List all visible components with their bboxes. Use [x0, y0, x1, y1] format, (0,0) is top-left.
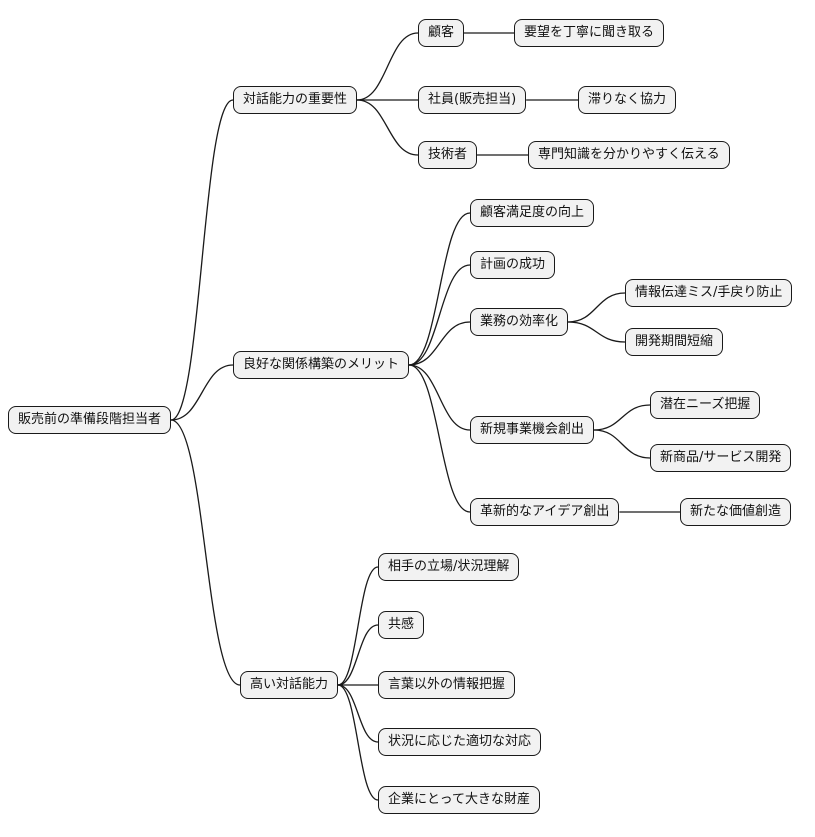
node-work-efficiency: 業務の効率化: [470, 308, 569, 336]
node-new-product-service-dev: 新商品/サービス開発: [650, 444, 792, 472]
node-engineer: 技術者: [418, 141, 478, 169]
node-merits-of-good-relations: 良好な関係構築のメリット: [233, 351, 410, 379]
node-customer-satisfaction: 顧客満足度の向上: [470, 199, 595, 227]
node-root-presales-staff: 販売前の準備段階担当者: [8, 406, 172, 434]
node-prevent-miscommunication: 情報伝達ミス/手戻り防止: [625, 279, 793, 307]
node-great-asset-for-company: 企業にとって大きな財産: [378, 786, 540, 814]
node-high-dialogue-ability: 高い対話能力: [240, 671, 339, 699]
node-convey-expertise-clearly: 専門知識を分かりやすく伝える: [528, 141, 730, 169]
node-understand-others-situation: 相手の立場/状況理解: [378, 553, 520, 581]
node-innovative-idea-creation: 革新的なアイデア創出: [470, 498, 620, 526]
node-nonverbal-information: 言葉以外の情報把握: [378, 671, 516, 699]
node-empathy: 共感: [378, 611, 425, 639]
node-customer: 顧客: [418, 19, 465, 47]
node-grasp-latent-needs: 潜在ニーズ把握: [650, 391, 761, 419]
node-sales-employee: 社員(販売担当): [418, 86, 527, 114]
node-importance-of-dialogue: 対話能力の重要性: [233, 86, 358, 114]
node-listen-carefully: 要望を丁寧に聞き取る: [514, 19, 665, 47]
node-new-value-creation: 新たな価値創造: [680, 498, 792, 526]
node-plan-success: 計画の成功: [470, 251, 556, 279]
node-appropriate-response: 状況に応じた適切な対応: [378, 728, 542, 756]
node-new-business-opportunities: 新規事業機会創出: [470, 416, 595, 444]
node-smooth-cooperation: 滞りなく協力: [578, 86, 677, 114]
node-shorter-dev-period: 開発期間短縮: [625, 328, 724, 356]
